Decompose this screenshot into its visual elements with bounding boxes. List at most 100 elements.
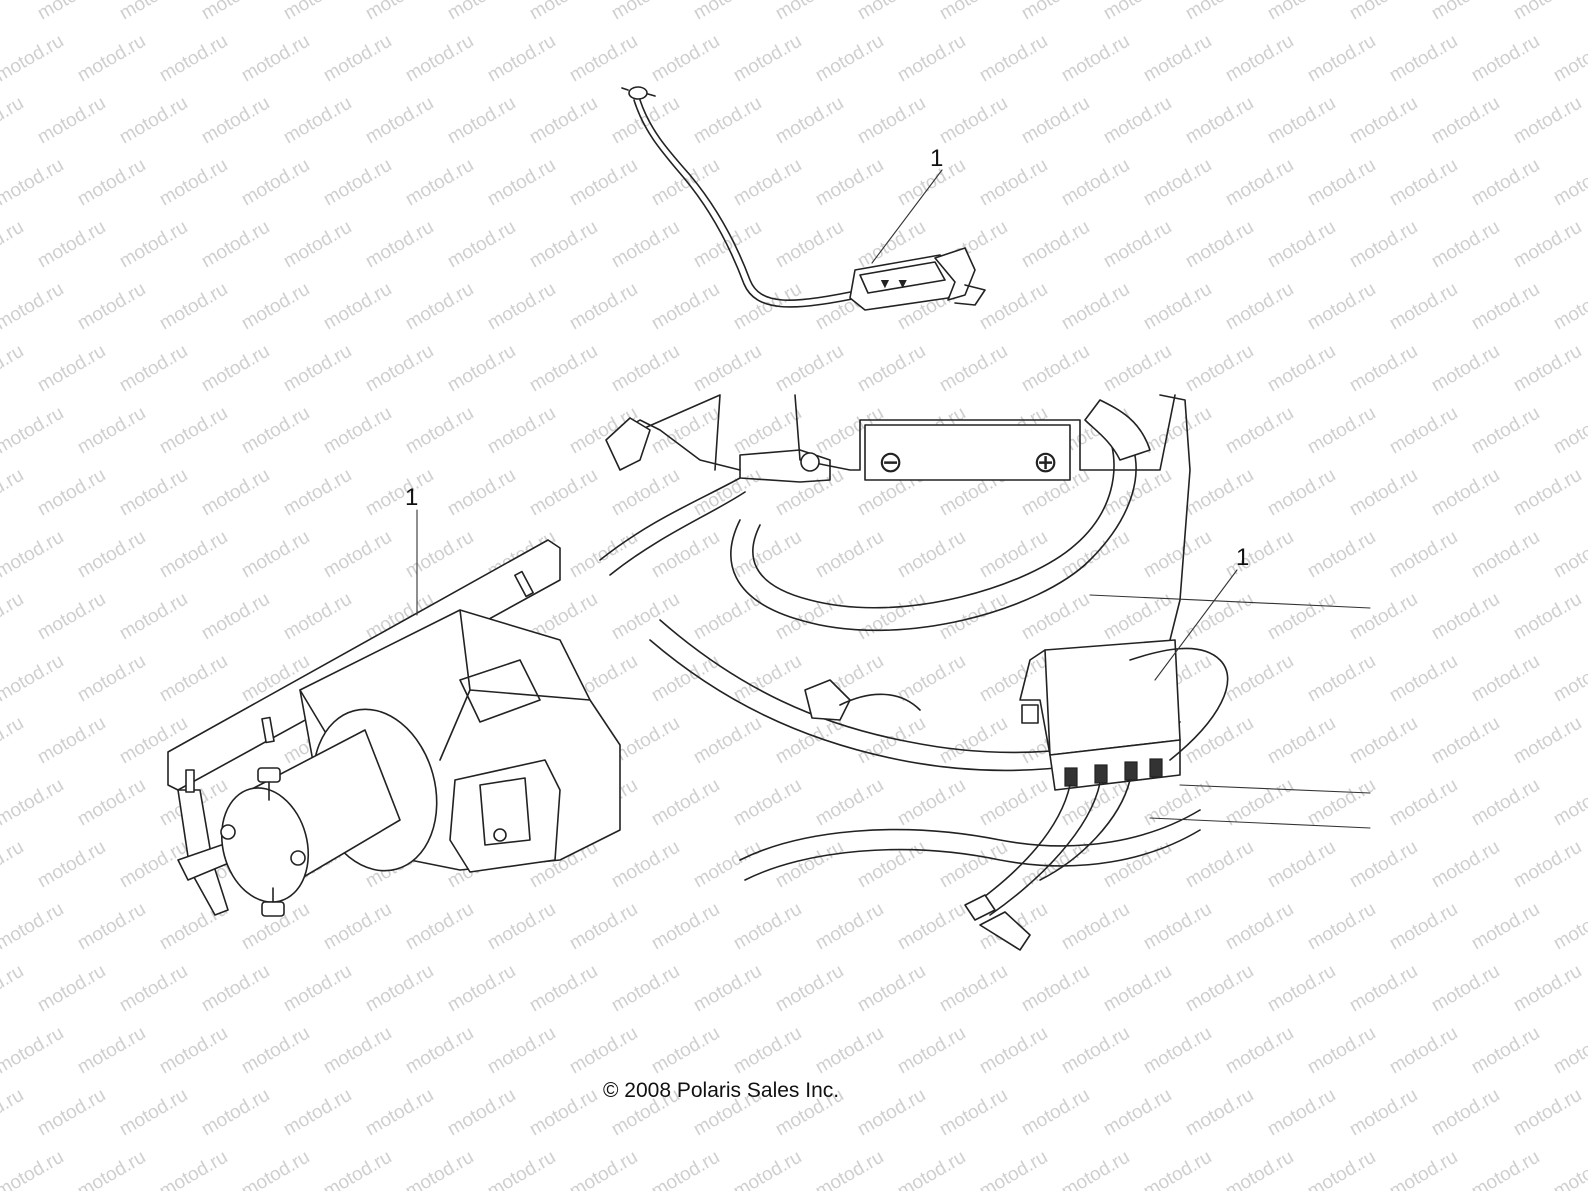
watermark-text: motod.ru [1304,527,1379,583]
watermark-text: motod.ru [362,93,437,149]
watermark-text: motod.ru [320,31,395,87]
watermark-text: motod.ru [238,155,313,211]
watermark-text: motod.ru [444,1085,519,1141]
watermark-text: motod.ru [1428,217,1503,273]
floor-line-1 [1089,594,1371,609]
winch-window [459,659,541,723]
watermark-text: motod.ru [1222,279,1297,335]
watermark-text: motod.ru [1100,837,1175,893]
watermark-text: motod.ru [34,713,109,769]
watermark-text: motod.ru [1550,31,1588,87]
motor-terminal-1 [220,824,236,840]
watermark-text: motod.ru [74,1147,149,1191]
remote-cable-b [633,99,863,308]
watermark-text: motod.ru [116,1085,191,1141]
watermark-text: motod.ru [320,899,395,955]
watermark-text: motod.ru [526,341,601,397]
watermark-text: motod.ru [1058,155,1133,211]
watermark-text: motod.ru [690,93,765,149]
watermark-text: motod.ru [566,1147,641,1191]
watermark-text: motod.ru [402,155,477,211]
watermark-text: motod.ru [730,1147,805,1191]
watermark-text: motod.ru [402,899,477,955]
watermark-text: motod.ru [772,713,847,769]
watermark-text: motod.ru [0,0,27,24]
battery-cover [864,424,1071,481]
watermark-text: motod.ru [484,31,559,87]
watermark-text: motod.ru [690,713,765,769]
watermark-text: motod.ru [936,0,1011,24]
watermark-text: motod.ru [1346,1085,1421,1141]
watermark-text: motod.ru [0,589,27,645]
watermark-text: motod.ru [1510,1085,1585,1141]
pigtail-wire-3 [1039,779,1131,881]
watermark-text: motod.ru [526,217,601,273]
watermark-text: motod.ru [1468,527,1543,583]
watermark-text: motod.ru [1058,279,1133,335]
watermark-text: motod.ru [116,341,191,397]
watermark-text: motod.ru [566,527,641,583]
watermark-text: motod.ru [1018,1085,1093,1141]
watermark-text: motod.ru [402,1023,477,1079]
watermark-text: motod.ru [1100,217,1175,273]
pigtail-connector-2 [979,911,1031,951]
watermark-text: motod.ru [894,651,969,707]
watermark-text: motod.ru [320,1147,395,1191]
watermark-text: motod.ru [1468,1147,1543,1191]
leader-line-contactor [1154,569,1238,681]
watermark-text: motod.ru [1140,899,1215,955]
watermark-text: motod.ru [1428,465,1503,521]
watermark-text: motod.ru [362,1085,437,1141]
watermark-text: motod.ru [976,279,1051,335]
watermark-text: motod.ru [1222,651,1297,707]
watermark-text: motod.ru [1264,217,1339,273]
watermark-text: motod.ru [608,341,683,397]
watermark-text: motod.ru [0,217,27,273]
watermark-text: motod.ru [1510,713,1585,769]
watermark-text: motod.ru [730,1023,805,1079]
watermark-text: motod.ru [772,465,847,521]
watermark-text: motod.ru [1140,279,1215,335]
watermark-text: motod.ru [690,589,765,645]
watermark-text: motod.ru [854,589,929,645]
watermark-text: motod.ru [526,961,601,1017]
winch-bracket-recess [479,777,531,846]
watermark-text: motod.ru [74,155,149,211]
watermark-text: motod.ru [976,31,1051,87]
bracket-bolt [493,828,507,842]
switch-arrow-icons: ▼ ▼ [878,275,910,291]
leader-line-remote [871,169,943,264]
watermark-text: motod.ru [238,527,313,583]
watermark-text: motod.ru [1510,961,1585,1017]
watermark-text: motod.ru [362,961,437,1017]
watermark-text: motod.ru [608,217,683,273]
watermark-text: motod.ru [156,155,231,211]
watermark-text: motod.ru [198,961,273,1017]
contactor-terminal-block [1049,739,1181,791]
watermark-text: motod.ru [1386,899,1461,955]
watermark-text: motod.ru [1100,1085,1175,1141]
watermark-text: motod.ru [484,403,559,459]
watermark-text: motod.ru [772,217,847,273]
watermark-text: motod.ru [812,31,887,87]
watermark-text: motod.ru [1264,93,1339,149]
watermark-text: motod.ru [648,1147,723,1191]
watermark-text: motod.ru [0,899,67,955]
watermark-text: motod.ru [402,403,477,459]
watermark-text: motod.ru [1100,0,1175,24]
watermark-text: motod.ru [156,279,231,335]
watermark-text: motod.ru [1140,403,1215,459]
watermark-text: motod.ru [444,217,519,273]
watermark-text: motod.ru [1468,155,1543,211]
watermark-text: motod.ru [1346,341,1421,397]
watermark-text: motod.ru [854,837,929,893]
watermark-text: motod.ru [444,0,519,24]
watermark-text: motod.ru [1182,93,1257,149]
watermark-text: motod.ru [526,0,601,24]
watermark-text: motod.ru [648,279,723,335]
callout-winch: 1 [405,484,418,511]
watermark-text: motod.ru [648,527,723,583]
watermark-text: motod.ru [772,0,847,24]
watermark-text: motod.ru [1386,775,1461,831]
